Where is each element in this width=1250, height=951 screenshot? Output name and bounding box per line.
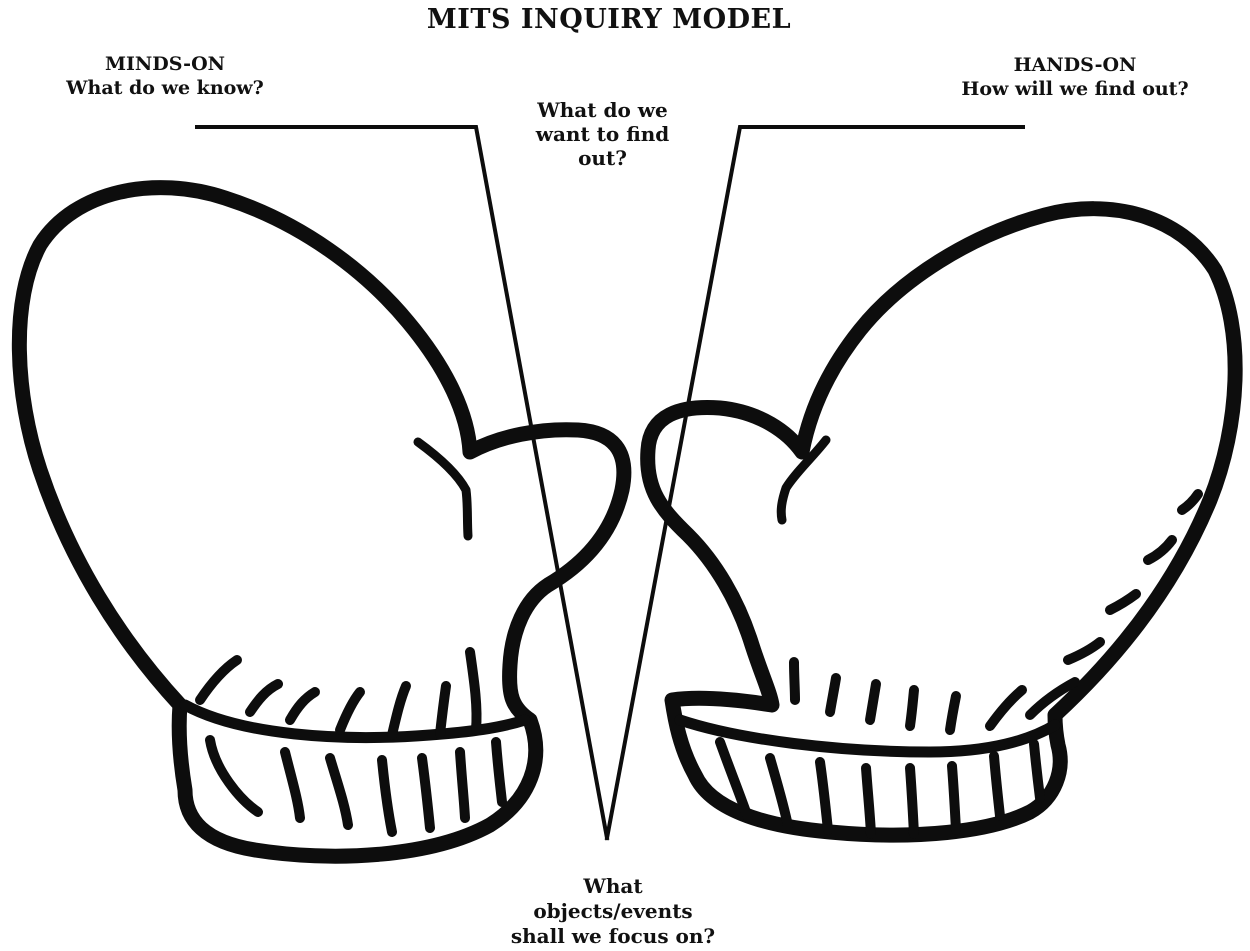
right-cuff-top [680, 720, 1055, 752]
left-mitten-outline [19, 188, 624, 857]
right-mitten [648, 209, 1235, 835]
left-mitten [19, 188, 624, 857]
right-mitten-outline [648, 209, 1235, 835]
right-cuff-ribs [720, 494, 1198, 834]
hands-on-connector [607, 127, 1023, 838]
left-thumb-seam [418, 442, 468, 536]
